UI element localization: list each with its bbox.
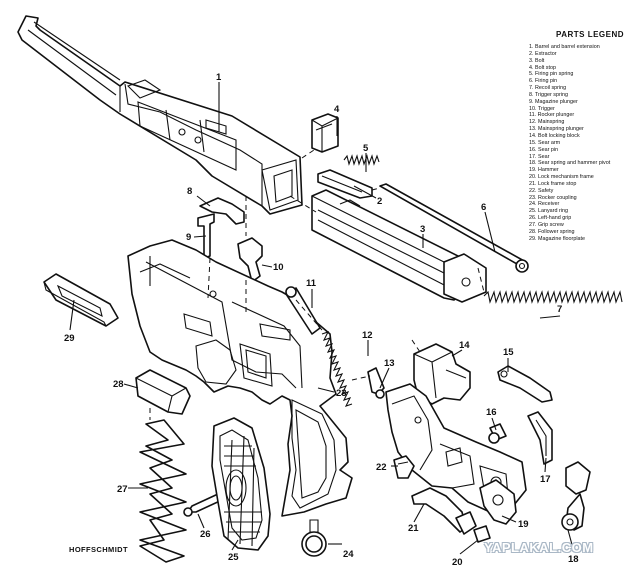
legend-item: 15. Sear arm [529, 139, 561, 146]
trigger [237, 237, 263, 283]
legend-item: 1. Barrel and barrel extension [529, 44, 600, 50]
legend-item: 21. Lock frame stop [529, 180, 577, 187]
callout-16: 16 [486, 407, 497, 418]
parts-legend: PARTS LEGEND 1. Barrel and barrel extens… [529, 30, 637, 242]
legend-item: 29. Magazine floorplate [529, 235, 586, 242]
callout-4: 4 [334, 104, 340, 115]
sear-arm [497, 365, 553, 403]
legend-item: 27. Grip screw [529, 221, 564, 228]
callout-24: 24 [343, 549, 354, 560]
callout-21: 21 [408, 523, 419, 534]
callout-27: 27 [117, 484, 128, 495]
barrel-and-extension [17, 15, 303, 215]
callout-28: 28 [113, 379, 124, 390]
callout-29: 29 [64, 333, 75, 344]
legend-item: 3. Bolt [529, 57, 545, 64]
legend-item: 25. Lanyard ring [529, 208, 568, 215]
legend-item: 7. Recoil spring [529, 85, 567, 92]
callout-22: 22 [376, 462, 387, 473]
leader-lines [69, 82, 575, 555]
callout-19: 19 [518, 519, 529, 530]
callout-23: 23 [336, 388, 347, 399]
legend-item: 17. Sear [529, 153, 550, 160]
lock-frame-stop [411, 487, 477, 535]
legend-item: 20. Lock mechanism frame [529, 174, 594, 181]
mainspring-plunger [367, 367, 385, 399]
bolt [311, 189, 487, 303]
legend-item: 9. Magazine plunger [529, 98, 578, 105]
bolt-stop [311, 113, 339, 153]
legend-item: 5. Firing pin spring [529, 71, 574, 78]
callout-3: 3 [420, 224, 425, 235]
artist-credit: HOFFSCHMIDT [69, 545, 128, 554]
site-watermark: YAPLAKAL.COM [484, 540, 594, 555]
legend-item: 8. Trigger spring [529, 91, 568, 98]
sear-spring-hammer-pivot [561, 461, 591, 531]
callout-8: 8 [187, 186, 192, 197]
follower-spring [139, 419, 187, 563]
callout-15: 15 [503, 347, 514, 358]
legend-item: 23. Rocker coupling [529, 194, 577, 201]
recoil-spring [483, 290, 623, 304]
callout-13: 13 [384, 358, 395, 369]
hammer [479, 479, 517, 525]
callout-14: 14 [459, 340, 470, 351]
callout-5: 5 [363, 143, 369, 154]
magazine-floorplate [43, 273, 119, 327]
callout-12: 12 [362, 330, 373, 341]
mainspring [321, 331, 353, 407]
callout-18: 18 [568, 554, 579, 565]
legend-item: 6. Firing pin [529, 78, 558, 85]
legend-item: 10. Trigger [529, 105, 555, 112]
sear-pin [488, 423, 507, 444]
callout-7: 7 [557, 304, 562, 315]
legend-title: PARTS LEGEND [555, 30, 625, 39]
sear [527, 411, 553, 465]
follower [135, 369, 191, 415]
legend-item: 14. Bolt locking block [529, 132, 580, 139]
firing-pin [379, 183, 529, 273]
assembly-lines [149, 149, 485, 420]
callout-1: 1 [216, 72, 222, 83]
left-hand-grip [211, 417, 271, 551]
callout-11: 11 [306, 278, 317, 289]
small-pin-near-20 [473, 525, 491, 543]
callout-26: 26 [200, 529, 211, 540]
callout-2: 2 [377, 196, 382, 207]
callout-6: 6 [481, 202, 486, 213]
legend-item: 26. Left-hand grip [529, 215, 572, 222]
legend-item: 22. Safety [529, 187, 554, 194]
legend-item: 13. Mainspring plunger [529, 126, 584, 133]
legend-list: 1. Barrel and barrel extension 2. Extrac… [529, 44, 637, 242]
callout-17: 17 [540, 474, 551, 485]
legend-item: 11. Rocker plunger [529, 112, 575, 119]
safety [393, 455, 415, 479]
legend-item: 12. Mainspring [529, 119, 565, 126]
callout-20: 20 [452, 557, 463, 568]
callout-10: 10 [273, 262, 284, 273]
legend-item: 18. Sear spring and hammer pivot [529, 160, 611, 167]
callout-labels: 1 2 3 4 5 6 7 8 9 10 11 12 13 14 15 16 1… [64, 72, 579, 568]
callout-9: 9 [186, 232, 191, 243]
legend-item: 19. Hammer [529, 167, 559, 174]
grip-screw [183, 493, 223, 517]
callout-25: 25 [228, 552, 239, 563]
trigger-spring [199, 197, 245, 225]
legend-item: 24. Receiver [529, 201, 560, 208]
firing-pin-spring [343, 154, 380, 166]
legend-item: 16. Sear pin [529, 146, 559, 153]
legend-item: 28. Follower spring [529, 228, 575, 235]
legend-item: 4. Bolt stop [529, 64, 556, 71]
legend-item: 2. Extractor [529, 50, 557, 57]
